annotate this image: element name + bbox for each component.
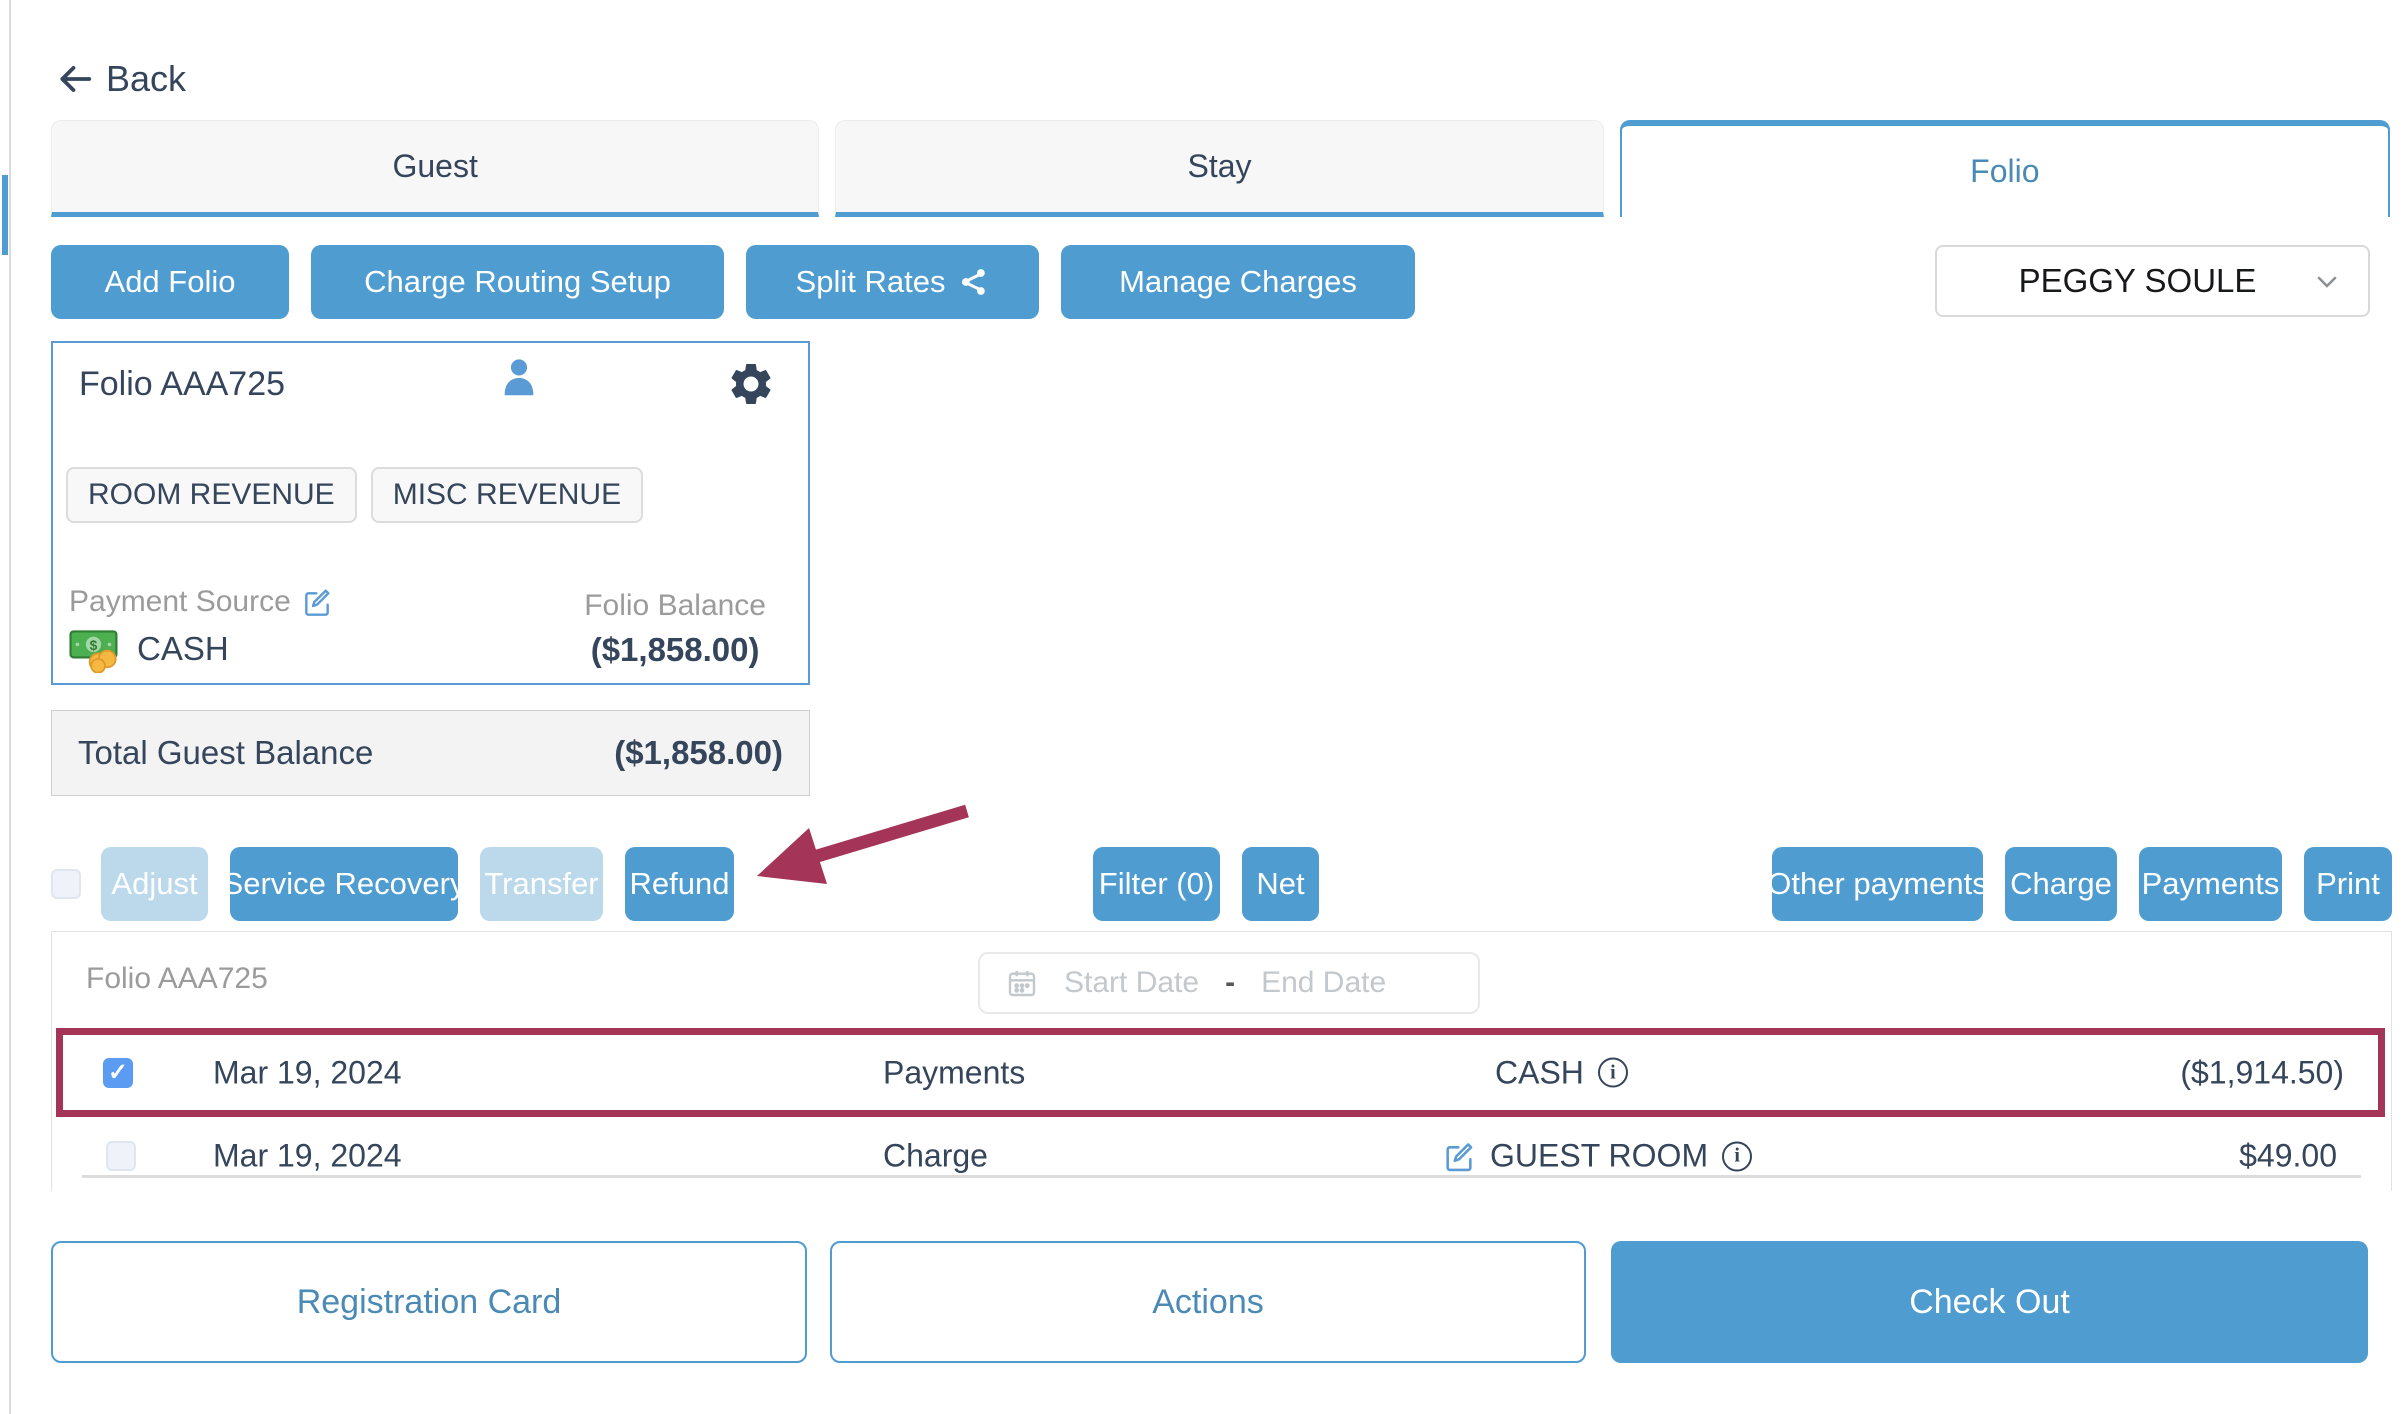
tab-guest[interactable]: Guest — [51, 120, 820, 217]
end-date-placeholder[interactable]: End Date — [1261, 966, 1387, 999]
back-label: Back — [106, 58, 187, 99]
row-description-text: GUEST ROOM — [1490, 1137, 1709, 1174]
transactions-folio-title: Folio AAA725 — [86, 962, 268, 995]
tab-folio[interactable]: Folio — [1619, 120, 2390, 217]
tab-folio-label: Folio — [1970, 153, 2040, 189]
tab-guest-label: Guest — [392, 148, 478, 184]
back-button[interactable]: Back — [56, 58, 186, 100]
total-guest-balance-label: Total Guest Balance — [78, 734, 374, 771]
row-date: Mar 19, 2024 — [213, 1054, 402, 1090]
charge-routing-setup-button[interactable]: Charge Routing Setup — [311, 245, 724, 319]
edit-icon[interactable] — [1442, 1139, 1476, 1173]
share-icon — [959, 267, 989, 297]
service-recovery-button[interactable]: Service Recovery — [223, 847, 465, 921]
filter-button[interactable]: Filter (0) — [1093, 847, 1220, 921]
row-checkbox-checked[interactable]: ✓ — [103, 1057, 133, 1088]
chevron-down-icon — [2312, 266, 2342, 296]
actions-button[interactable]: Actions — [830, 1241, 1586, 1363]
split-rates-button[interactable]: Split Rates — [746, 245, 1039, 319]
net-button[interactable]: Net — [1242, 847, 1319, 921]
info-glyph: i — [1734, 1144, 1740, 1167]
check-out-button[interactable]: Check Out — [1611, 1241, 2368, 1363]
adjust-button[interactable]: Adjust — [101, 847, 208, 921]
tab-stay-label: Stay — [1187, 148, 1252, 184]
date-range-separator: - — [1225, 966, 1236, 999]
checkmark-icon: ✓ — [107, 1059, 129, 1086]
actions-label: Actions — [1152, 1282, 1264, 1321]
row-checkbox-unchecked[interactable] — [106, 1141, 136, 1171]
calendar-icon — [1006, 967, 1038, 999]
registration-card-button[interactable]: Registration Card — [51, 1241, 807, 1363]
guest-select[interactable]: PEGGY SOULE — [1935, 245, 2370, 317]
folio-balance-value: ($1,858.00) — [590, 631, 760, 668]
start-date-placeholder[interactable]: Start Date — [1064, 966, 1200, 999]
print-button[interactable]: Print — [2304, 847, 2392, 921]
payment-source-value-row: $ CASH — [69, 625, 229, 673]
other-payments-button[interactable]: Other payments — [1767, 847, 1988, 921]
scrollbar-thumb[interactable] — [2, 175, 8, 255]
payments-button[interactable]: Payments — [2139, 847, 2282, 921]
folio-toolbar: Add Folio Charge Routing Setup Split Rat… — [51, 245, 1415, 319]
row-description: GUEST ROOM i — [1442, 1137, 1753, 1175]
total-guest-balance: Total Guest Balance ($1,858.00) — [51, 710, 810, 796]
tag-misc-revenue: MISC REVENUE — [370, 467, 644, 523]
row-date: Mar 19, 2024 — [213, 1137, 402, 1174]
folio-balance: Folio Balance ($1,858.00) — [584, 589, 766, 669]
transaction-actions-row: Adjust Service Recovery Transfer Refund … — [51, 847, 2392, 921]
transactions-panel: Folio AAA725 Start Date - End Date ✓ — [51, 931, 2392, 1191]
person-icon[interactable] — [496, 355, 542, 406]
total-guest-balance-value: ($1,858.00) — [614, 734, 783, 771]
payment-source-label: Payment Source — [69, 585, 291, 618]
add-folio-button[interactable]: Add Folio — [51, 245, 289, 319]
tab-bar: Guest Stay Folio — [51, 120, 2390, 217]
row-type: Payments — [883, 1054, 1026, 1090]
info-glyph: i — [1610, 1061, 1616, 1083]
charge-button[interactable]: Charge — [2005, 847, 2117, 921]
info-icon[interactable]: i — [1597, 1057, 1628, 1088]
folio-balance-label: Folio Balance — [584, 589, 766, 622]
row-description: CASH i — [1495, 1054, 1628, 1091]
payment-source: Payment Source — [69, 585, 333, 619]
window-edge — [9, 0, 11, 1414]
row-description-text: CASH — [1495, 1054, 1584, 1090]
info-icon[interactable]: i — [1722, 1141, 1753, 1171]
row-divider — [82, 1175, 2361, 1178]
tag-room-revenue: ROOM REVENUE — [66, 467, 357, 523]
registration-card-label: Registration Card — [296, 1282, 562, 1321]
folio-card: Folio AAA725 ROOM REVENUE MISC REVENUE P… — [51, 341, 810, 685]
table-row-payment-highlighted[interactable]: ✓ Mar 19, 2024 Payments CASH i ($1,914.5… — [56, 1028, 2385, 1117]
date-range-picker[interactable]: Start Date - End Date — [978, 952, 1480, 1014]
svg-text:$: $ — [90, 638, 98, 653]
split-rates-label: Split Rates — [795, 264, 946, 299]
check-out-label: Check Out — [1909, 1282, 2070, 1321]
manage-charges-button[interactable]: Manage Charges — [1061, 245, 1415, 319]
row-type: Charge — [883, 1137, 988, 1174]
tab-stay[interactable]: Stay — [835, 120, 1604, 217]
guest-select-value: PEGGY SOULE — [2018, 262, 2257, 299]
row-amount: $49.00 — [2239, 1137, 2337, 1174]
revenue-tags: ROOM REVENUE MISC REVENUE — [66, 467, 644, 523]
payment-source-value: CASH — [137, 630, 229, 667]
select-all-checkbox[interactable] — [51, 869, 81, 899]
gear-icon[interactable] — [726, 359, 776, 414]
edit-icon[interactable] — [301, 586, 333, 618]
arrow-left-icon — [56, 60, 94, 98]
folio-card-title: Folio AAA725 — [79, 365, 286, 403]
refund-button[interactable]: Refund — [625, 847, 734, 921]
transfer-button[interactable]: Transfer — [480, 847, 603, 921]
row-amount: ($1,914.50) — [2180, 1054, 2344, 1090]
cash-icon: $ — [69, 625, 121, 673]
